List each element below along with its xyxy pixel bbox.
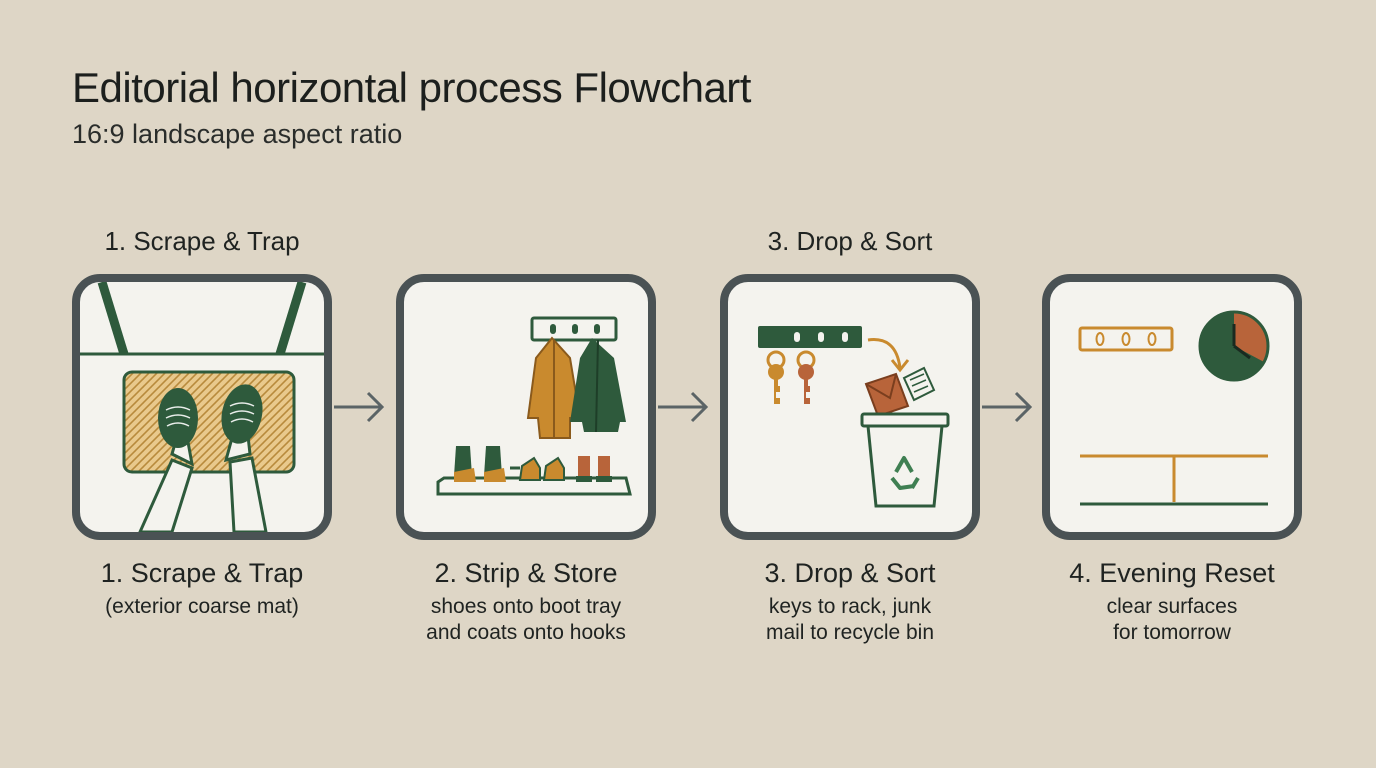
- step-3-top-label: 3. Drop & Sort: [767, 226, 933, 256]
- step-1-description: (exterior coarse mat): [52, 594, 352, 620]
- step-1-card: [72, 274, 332, 540]
- step-4-card: [1042, 274, 1302, 540]
- step-2-card: [396, 274, 656, 540]
- step-2-description: shoes onto boot tray and coats onto hook…: [376, 594, 676, 646]
- step-4-desc-line: for tomorrow: [1113, 621, 1231, 644]
- diagram-title: Editorial horizontal process Flowchart: [72, 64, 751, 111]
- step-1-heading: 1. Scrape & Trap: [100, 558, 304, 588]
- step-4-desc-line: clear surfaces: [1106, 595, 1238, 618]
- step-4-description: clear surfaces for tomorrow: [1022, 594, 1322, 646]
- arrow-right-icon: [334, 391, 385, 423]
- diagram-subtitle: 16:9 landscape aspect ratio: [72, 119, 403, 149]
- step-3-desc-line: keys to rack, junk: [768, 595, 932, 618]
- step-3-card: [720, 274, 980, 540]
- key-rack-recycle-bin-icon: [758, 326, 950, 508]
- step-1-desc-line: (exterior coarse mat): [105, 595, 299, 618]
- step-4-heading: 4. Evening Reset: [1069, 558, 1275, 588]
- arrow-right-icon: [658, 391, 709, 423]
- step-3-desc-line: mail to recycle bin: [765, 621, 935, 644]
- arrow-right-icon: [982, 391, 1033, 423]
- clear-surface-clock-icon: [1078, 310, 1270, 506]
- step-1-top-label: 1. Scrape & Trap: [104, 226, 300, 256]
- step-2-heading: 2. Strip & Store: [434, 558, 618, 588]
- step-2-desc-line: shoes onto boot tray: [430, 595, 622, 618]
- step-3-description: keys to rack, junk mail to recycle bin: [700, 594, 1000, 646]
- step-2-desc-line: and coats onto hooks: [426, 621, 626, 644]
- coat-hooks-boot-tray-icon: [436, 316, 632, 496]
- doormat-feet-icon: [80, 282, 324, 532]
- step-3-heading: 3. Drop & Sort: [764, 558, 936, 588]
